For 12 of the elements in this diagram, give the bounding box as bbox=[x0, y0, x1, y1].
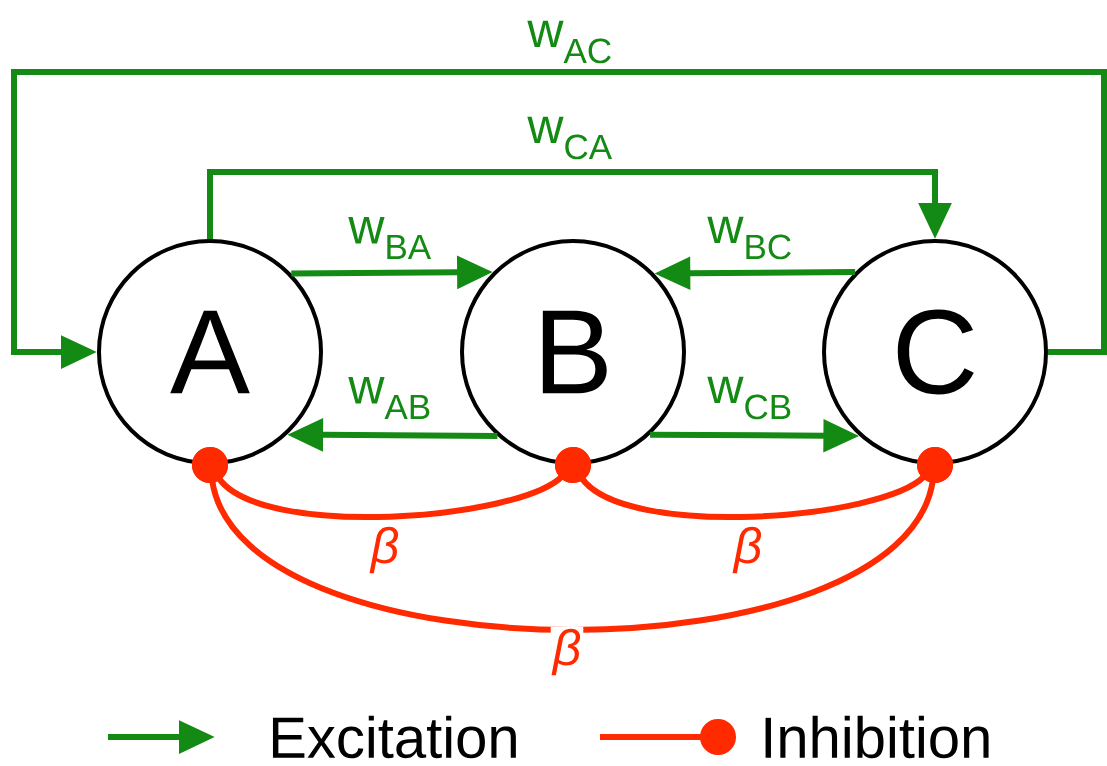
edge-label: β bbox=[731, 524, 765, 576]
edge-label: w$_{BA}$ bbox=[346, 215, 434, 261]
inhibition-connector bbox=[192, 447, 953, 633]
edge-label: w$_{BC}$ bbox=[705, 214, 795, 262]
edge-label: w$_{AC}$ bbox=[525, 18, 615, 66]
edge-label: w$_{AB}$ bbox=[346, 375, 434, 421]
edge-label: w$_{CB}$ bbox=[705, 374, 795, 422]
edge-label: β bbox=[550, 626, 584, 678]
edge-label: β bbox=[368, 524, 402, 576]
edge-label: w$_{CA}$ bbox=[525, 114, 615, 162]
legend-label: Inhibition bbox=[765, 715, 989, 759]
legend-label: Excitation bbox=[272, 715, 516, 759]
